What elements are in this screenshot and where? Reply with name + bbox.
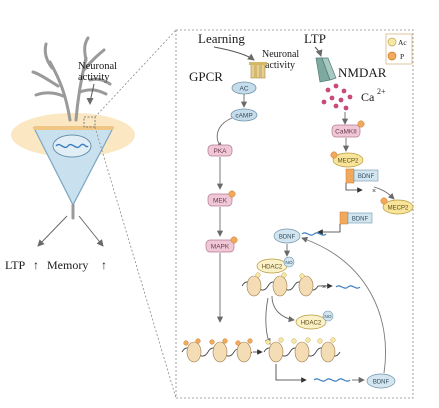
svg-text:HDAC2: HDAC2: [262, 265, 283, 271]
transcription-arrow: [275, 364, 307, 383]
mecp2-phospho: [330, 151, 338, 159]
ltp-output-label: LTP: [5, 258, 26, 272]
svg-text:cAMP: cAMP: [235, 113, 252, 120]
mapk-phospho: [230, 236, 238, 244]
calcium-label: Ca: [361, 90, 375, 104]
ltp-up-arrow: ↑: [33, 258, 39, 272]
hdac2-node-released: HDAC2 NO: [295, 310, 334, 330]
panel-activity-label-2: activity: [265, 60, 295, 71]
gpcr-label: GPCR: [189, 69, 223, 84]
no-badge-top: [283, 256, 295, 268]
left-activity-label-2: activity: [78, 72, 110, 83]
dendrites: [31, 36, 112, 122]
svg-text:HDAC2: HDAC2: [301, 321, 322, 327]
arrow-to-memory: [78, 215, 104, 247]
zoom-box: [83, 116, 96, 128]
arrow-hdac-release: [271, 295, 295, 323]
bdnf-feedback-arrow: [301, 236, 386, 374]
legend: Ac P: [385, 33, 413, 65]
calcium-ions: [321, 83, 353, 111]
chromatin-bottom-left: [181, 338, 253, 363]
bdnf-protein-bottom: BDNF: [366, 373, 396, 389]
chromatin-top: ×: [241, 272, 361, 297]
legend-acetyl-swatch: [387, 37, 397, 47]
chromatin-bottom-right: [263, 337, 341, 363]
svg-text:AC: AC: [239, 86, 248, 93]
legend-phospho-label: P: [400, 52, 404, 61]
mrna-squiggle-bottom: [313, 378, 351, 382]
learning-arrow: [213, 46, 255, 61]
memory-up-arrow: ↑: [101, 258, 107, 272]
hdac2-node-top: HDAC2 NO: [256, 256, 295, 274]
svg-text:PKA: PKA: [213, 148, 227, 155]
learning-label: Learning: [198, 31, 245, 46]
left-activity-label-1: Neuronal: [78, 61, 117, 72]
svg-text:BDNF: BDNF: [352, 217, 369, 223]
mecp2-released-phospho: [380, 197, 388, 205]
camkii-phospho: [357, 120, 365, 128]
zoom-line-bottom: [94, 126, 177, 399]
gpcr-receptor-icon: [249, 62, 267, 79]
svg-text:BDNF: BDNF: [358, 174, 375, 180]
svg-text:NO: NO: [285, 260, 292, 266]
svg-text:×: ×: [372, 188, 376, 195]
calcium-charge-label: 2+: [377, 87, 386, 96]
bdnf-gene-bottom: BDNF: [317, 211, 373, 235]
pka-node: PKA: [207, 144, 233, 157]
ltp-top-label: LTP: [304, 31, 326, 46]
mek-phospho: [228, 190, 236, 198]
legend-acetyl-label: Ac: [398, 38, 407, 47]
svg-text:CaMKII: CaMKII: [335, 129, 357, 136]
nmdar-label: NMDAR: [338, 65, 387, 80]
zoom-panel: [175, 29, 414, 399]
ac-node: AC: [231, 81, 257, 95]
memory-output-label: Memory: [47, 258, 88, 272]
mrna-squiggle-blocked: [335, 285, 361, 289]
no-badge-released: [322, 310, 334, 322]
svg-text:NO: NO: [324, 314, 331, 320]
svg-text:MECP2: MECP2: [388, 206, 409, 212]
svg-text:×: ×: [322, 284, 326, 291]
svg-text:MEK: MEK: [213, 198, 228, 205]
bdnf-gene-top: BDNF ×: [345, 168, 379, 195]
legend-phospho-swatch: [387, 51, 397, 61]
bdnf-protein-top: BDNF: [273, 228, 301, 244]
nucleus-dna: [55, 143, 89, 149]
arrow-to-ltp: [37, 215, 68, 247]
neuron: [11, 36, 135, 247]
camp-node: cAMP: [230, 108, 258, 122]
ltp-arrow: [314, 46, 323, 57]
nmdar-channel-icon: [315, 57, 337, 83]
mapk-node: MAPK: [205, 236, 238, 253]
svg-text:MECP2: MECP2: [338, 159, 359, 165]
nucleus: [52, 134, 92, 158]
activity-arrow: [86, 83, 95, 105]
mecp2-node-released: MECP2: [380, 197, 414, 215]
arrow-mecp2-release: [373, 186, 395, 200]
svg-text:MAPK: MAPK: [211, 244, 230, 251]
panel-activity-label-1: Neuronal: [262, 49, 299, 60]
mrna-squiggle-top: [301, 232, 327, 236]
svg-text:BDNF: BDNF: [373, 380, 390, 386]
camkii-node: CaMKII: [331, 120, 365, 138]
svg-text:BDNF: BDNF: [279, 235, 296, 241]
mecp2-node-top: MECP2: [330, 151, 364, 168]
mek-node: MEK: [207, 190, 236, 207]
